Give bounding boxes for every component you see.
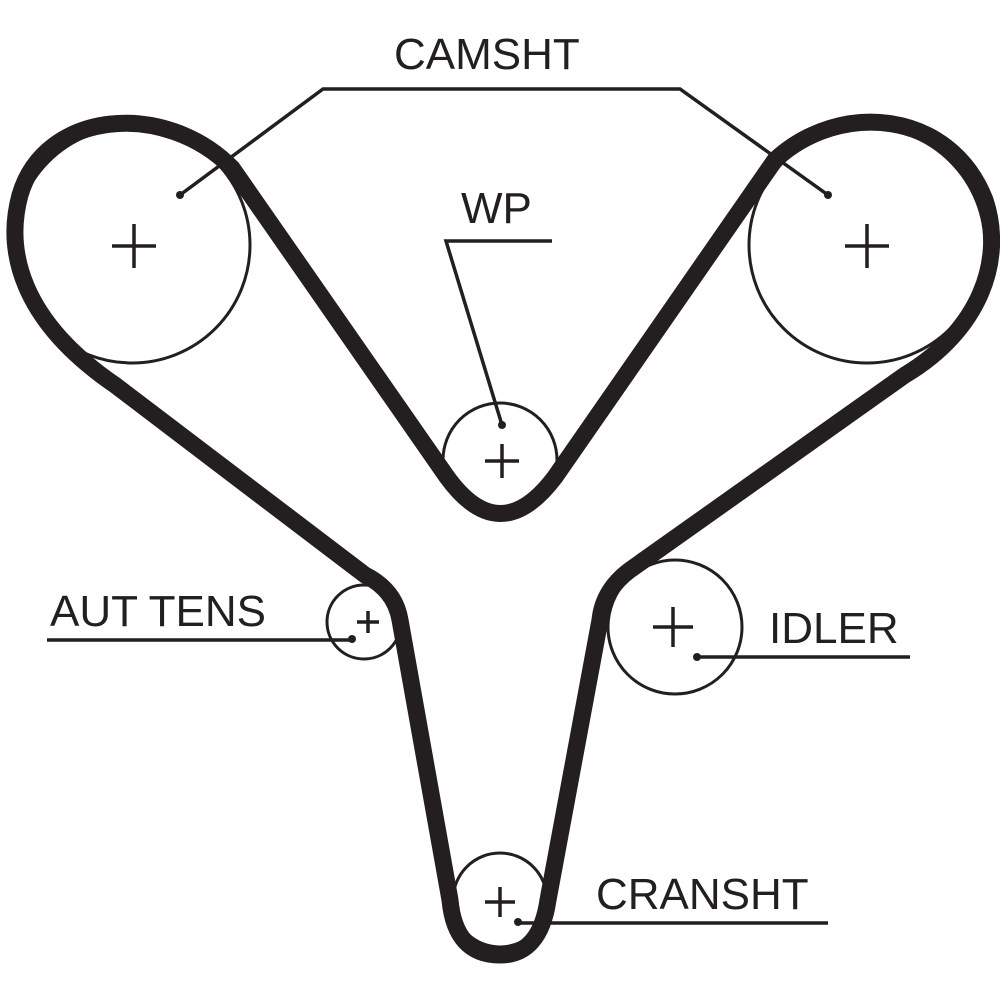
auto-tensioner-leader-dot bbox=[348, 635, 356, 643]
crankshaft-center-icon bbox=[485, 887, 515, 917]
auto-tensioner-center-icon bbox=[357, 611, 379, 633]
water-pump-leader-dot bbox=[498, 421, 506, 429]
water-pump-leader-line bbox=[443, 239, 552, 426]
camshaft-label: CAMSHT bbox=[394, 30, 580, 79]
crankshaft-label: CRANSHT bbox=[596, 870, 809, 919]
camshaft-leader-line bbox=[178, 87, 830, 197]
camshaft-left-leader-dot bbox=[176, 191, 184, 199]
camshaft-right-center-icon bbox=[845, 224, 889, 268]
camshaft-left-center-icon bbox=[112, 224, 156, 268]
idler-leader-dot bbox=[693, 653, 701, 661]
idler-pulley bbox=[606, 558, 744, 696]
idler-center-icon bbox=[653, 607, 693, 647]
camshaft-right-leader-dot bbox=[824, 191, 832, 199]
idler-label: IDLER bbox=[769, 604, 899, 653]
water-pump-center-icon bbox=[485, 444, 519, 478]
crankshaft-leader-dot bbox=[514, 918, 522, 926]
auto-tensioner-label: AUT TENS bbox=[50, 587, 266, 636]
water-pump-label: WP bbox=[461, 184, 532, 233]
